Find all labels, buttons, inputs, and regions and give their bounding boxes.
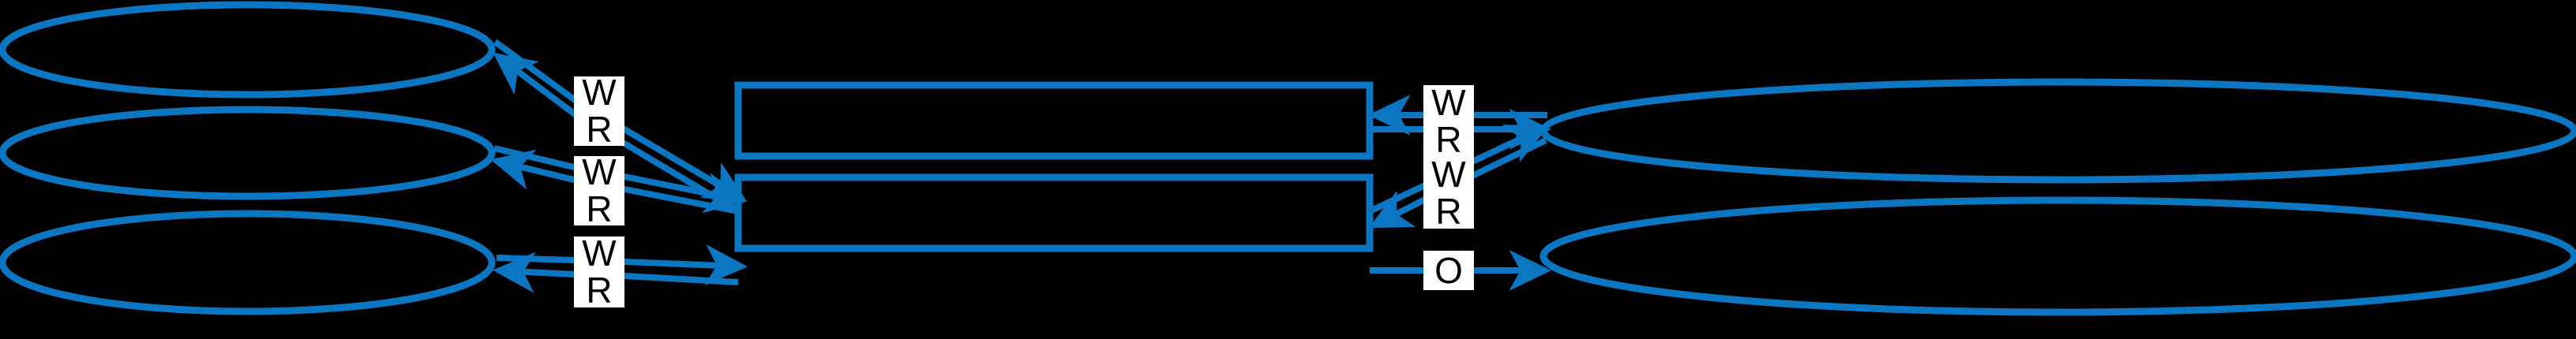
edge-label-line: R — [586, 109, 613, 150]
edge-label-line: W — [1431, 154, 1466, 196]
edge-label-left-3[interactable]: W R — [574, 233, 624, 311]
edge-label-left-2[interactable]: W R — [574, 151, 624, 229]
right-ellipse-1[interactable] — [1539, 78, 2576, 184]
center-rect-2[interactable] — [734, 173, 1374, 252]
edge-label-line: R — [586, 188, 613, 229]
edge-label-line: R — [1435, 119, 1462, 160]
edge-label-line: W — [1431, 82, 1466, 124]
edge-label-line: O — [1434, 249, 1463, 291]
edge-label-line: R — [1435, 191, 1462, 232]
center-rect-group — [734, 81, 1374, 252]
left-ellipse-group — [0, 1, 496, 315]
edge-label-line: W — [582, 151, 617, 193]
edge-label-right-3[interactable]: O — [1423, 251, 1474, 290]
center-rect-1[interactable] — [734, 81, 1374, 160]
edge-label-right-1[interactable]: W R — [1423, 82, 1474, 160]
edge-label-line: R — [586, 270, 613, 311]
edge-label-line: W — [582, 72, 617, 114]
left-ellipse-2[interactable] — [0, 106, 496, 200]
right-ellipse-2[interactable] — [1539, 196, 2576, 316]
edge-label-line: W — [582, 233, 617, 274]
edge-label-right-2[interactable]: W R — [1423, 154, 1474, 232]
edge-label-left-1[interactable]: W R — [574, 72, 624, 150]
left-ellipse-3[interactable] — [0, 210, 496, 315]
right-ellipse-group — [1539, 78, 2576, 316]
left-ellipse-1[interactable] — [0, 1, 496, 99]
